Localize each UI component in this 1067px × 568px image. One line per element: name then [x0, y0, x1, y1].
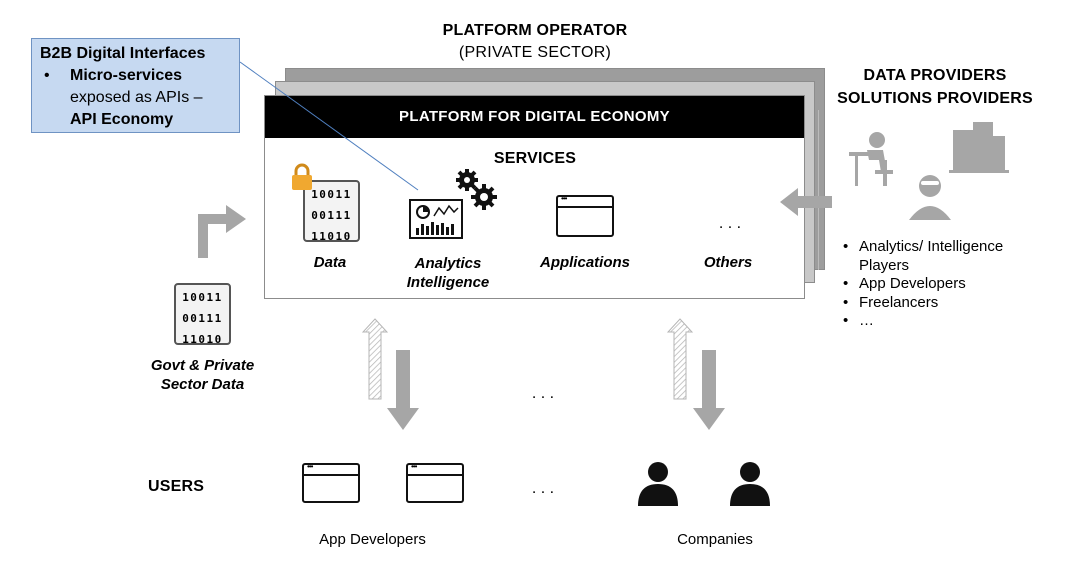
users-label: USERS [148, 478, 205, 495]
buildings-icon [949, 122, 1009, 173]
callout-bullet-line: • Micro-services [40, 65, 231, 87]
provider-item: … [843, 312, 1029, 331]
govt-binary-icon: 10011 00111 11010 [174, 283, 231, 346]
binary-row: 00111 [311, 209, 352, 222]
platform-bar: PLATFORM FOR DIGITAL ECONOMY [265, 96, 804, 138]
users-ellipsis: . . . [531, 480, 555, 497]
service-label-data: Data [313, 254, 347, 271]
app-developers-label: App Developers [319, 531, 426, 548]
binary-row: 11010 [311, 230, 352, 243]
platform-layer-edge [818, 110, 820, 270]
app-window-icon [302, 462, 360, 503]
provider-item: Freelancers [843, 294, 1029, 313]
services-label: SERVICES [493, 150, 577, 167]
gear-icon [456, 169, 478, 191]
person-icon [730, 462, 770, 506]
callout-line3: API Economy [70, 111, 174, 128]
person-at-desk-icon [849, 132, 893, 186]
binary-row: 11010 [182, 333, 223, 346]
gear-icon [471, 184, 497, 210]
callout-line2: exposed as APIs – [70, 89, 203, 106]
providers-list: Analytics/ Intelligence Players App Deve… [843, 238, 1029, 331]
service-label-analytics: Analytics Intelligence [406, 255, 490, 291]
businessman-icon [909, 175, 951, 220]
providers-title-line1: DATA PROVIDERS [863, 67, 1007, 84]
elbow-arrow-icon [198, 205, 246, 258]
left-arrow-icon [780, 188, 832, 216]
binary-row: 10011 [311, 188, 352, 201]
provider-item: Analytics/ Intelligence Players [843, 238, 1029, 275]
analytics-dashboard-icon [409, 169, 497, 239]
callout-microservices: Micro-services [70, 67, 183, 84]
callout-bullet: • [44, 67, 50, 84]
up-arrow-hatched-icon [667, 318, 693, 400]
b2b-callout: B2B Digital Interfaces • Micro-services … [31, 38, 240, 133]
lock-icon [292, 163, 312, 190]
app-window-icon [406, 462, 464, 503]
operator-title: PLATFORM OPERATOR [442, 22, 628, 39]
govt-label: Govt & Private Sector Data [150, 357, 255, 393]
application-window-icon [556, 194, 614, 237]
providers-illustration [849, 122, 1009, 220]
operator-subtitle: (PRIVATE SECTOR) [458, 44, 612, 61]
down-arrow-icon [693, 350, 725, 430]
others-ellipsis: . . . [718, 215, 742, 232]
middle-ellipsis: . . . [531, 385, 555, 402]
companies-label: Companies [677, 531, 753, 548]
service-label-applications: Applications [539, 254, 630, 271]
down-arrow-icon [387, 350, 419, 430]
up-arrow-hatched-icon [362, 318, 388, 400]
provider-item: App Developers [843, 275, 1029, 294]
callout-title: B2B Digital Interfaces [40, 45, 206, 62]
binary-row: 10011 [182, 291, 223, 304]
providers-title-line2: SOLUTIONS PROVIDERS [837, 90, 1033, 107]
person-icon [638, 462, 678, 506]
binary-row: 00111 [182, 312, 223, 325]
service-label-others: Others [703, 254, 753, 271]
